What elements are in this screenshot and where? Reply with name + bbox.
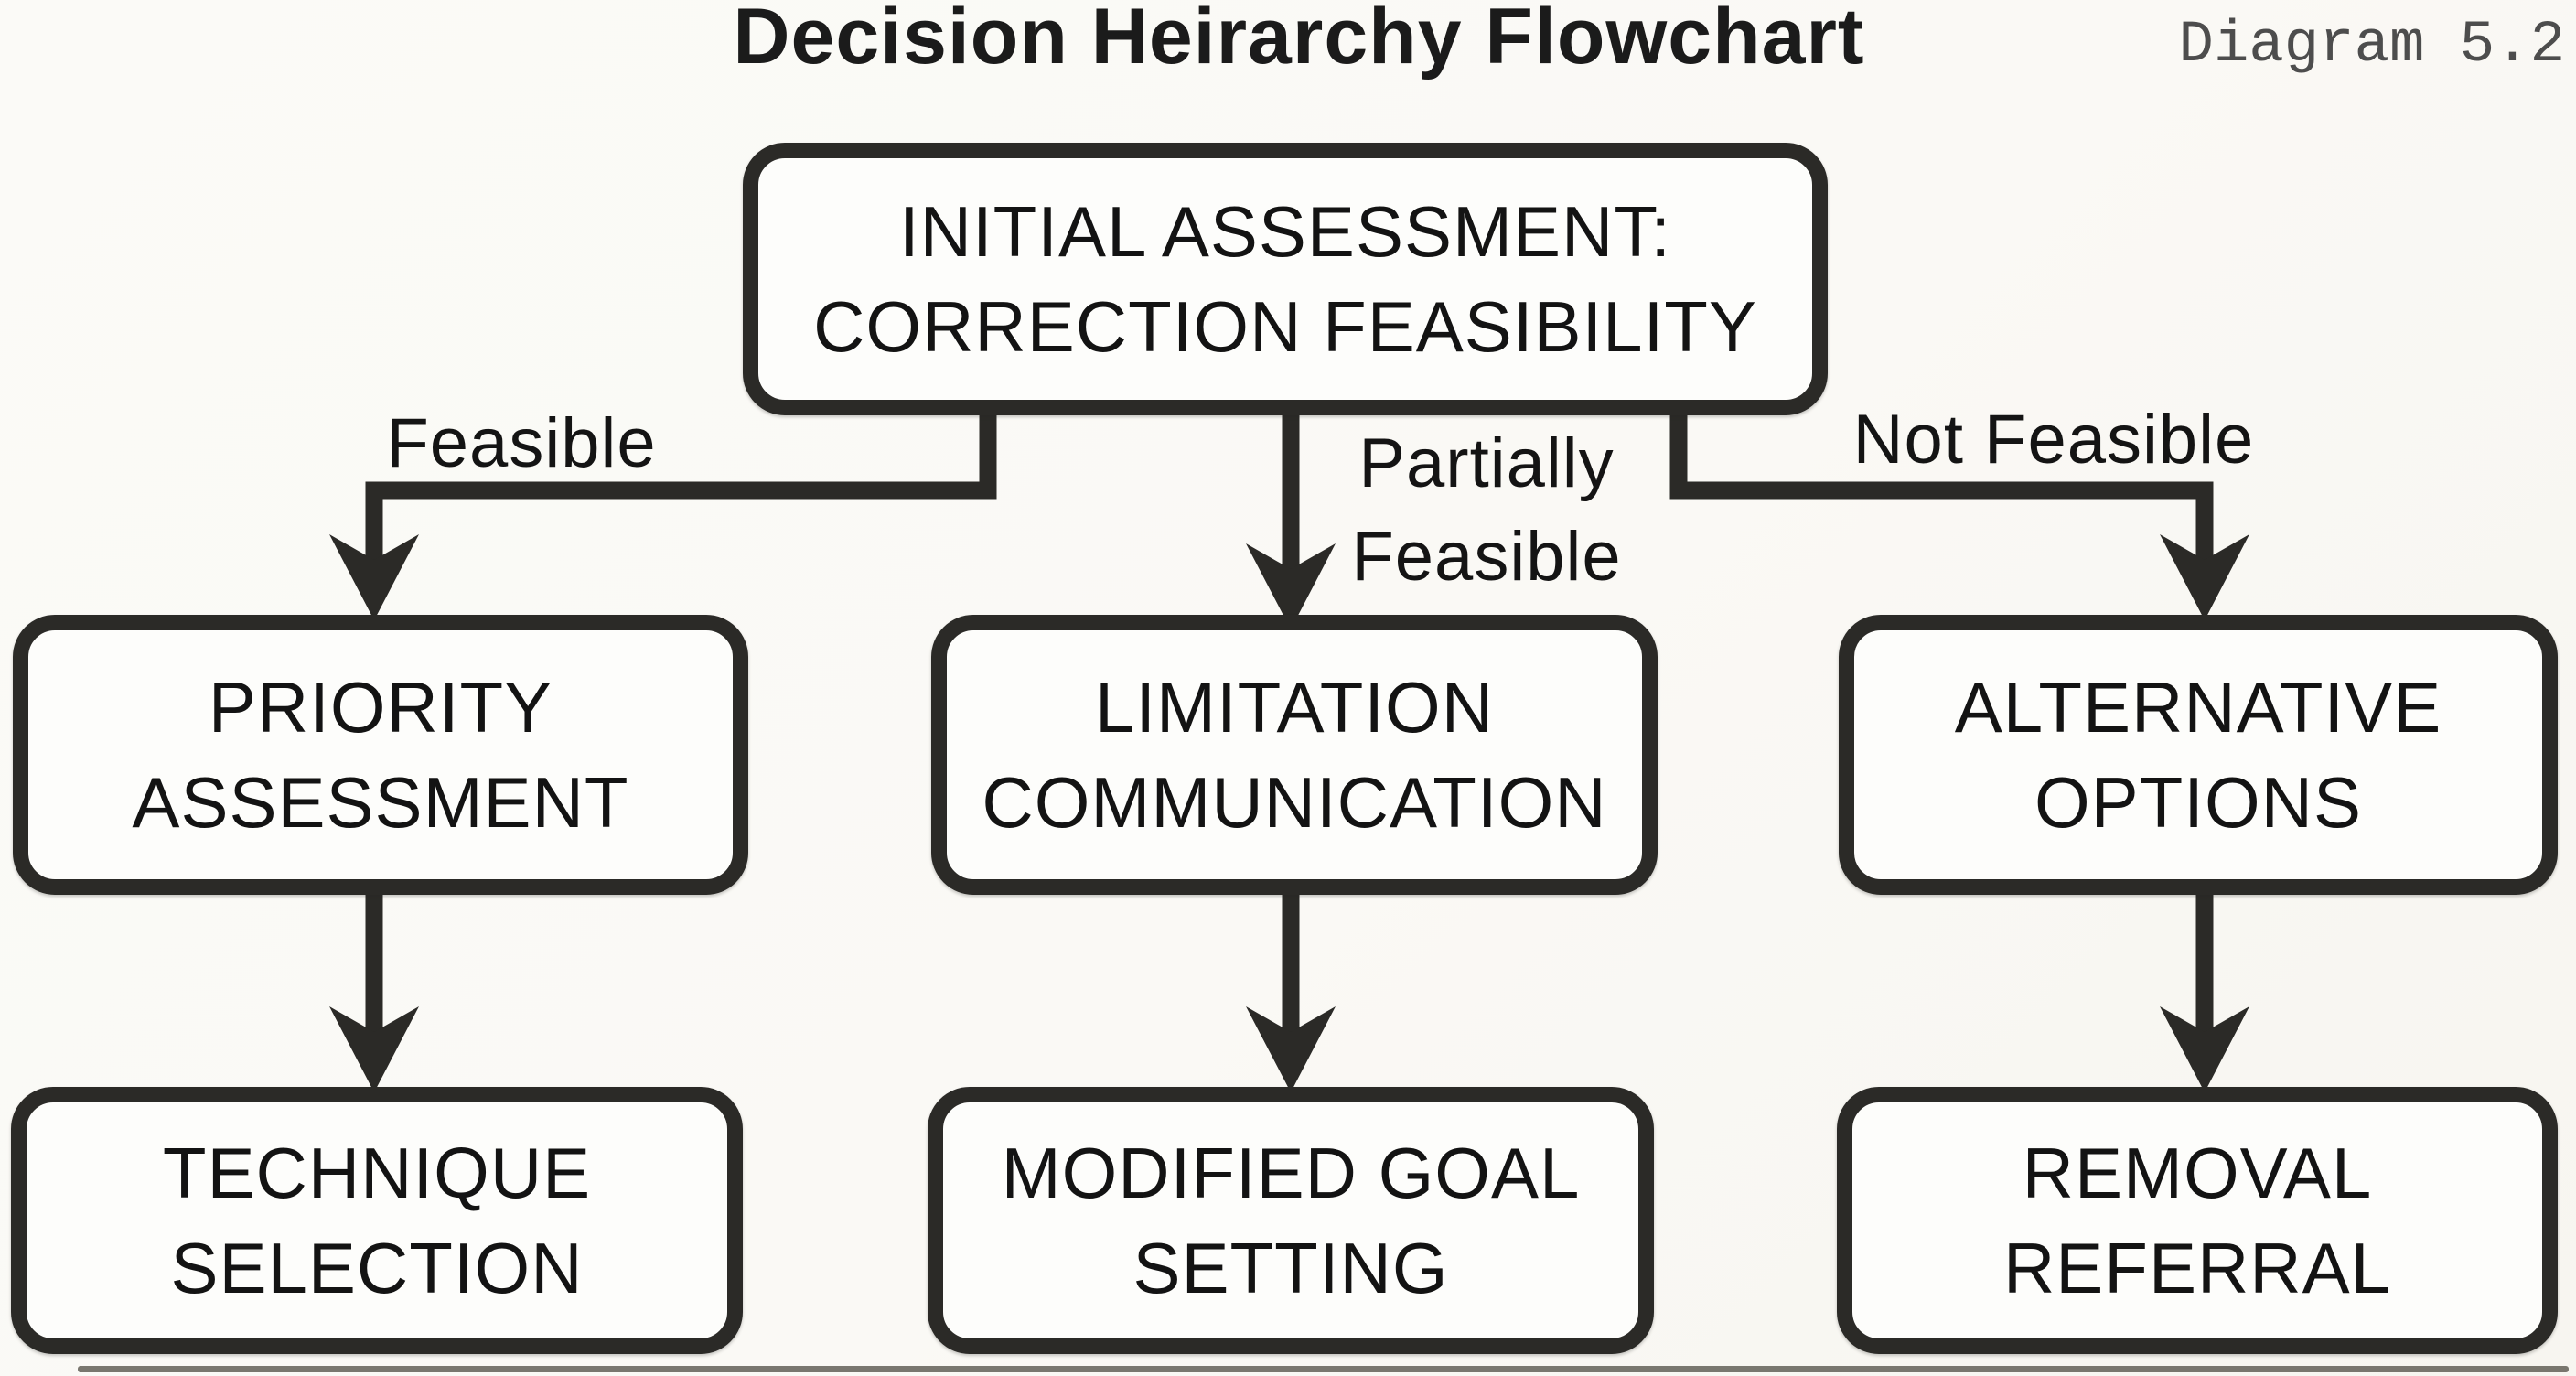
- node-text-line: OPTIONS: [2034, 762, 2363, 843]
- edge-feasible-line: [365, 415, 997, 562]
- edge-not-feasible-line: [1669, 415, 2214, 562]
- node-alternative-options: ALTERNATIVE OPTIONS: [1839, 615, 2558, 895]
- node-text-line: ALTERNATIVE: [1954, 667, 2442, 747]
- scan-edge-artifact: [78, 1366, 2569, 1372]
- node-text-line: LIMITATION: [1094, 667, 1495, 747]
- node-text-line: REMOVAL: [2022, 1133, 2373, 1213]
- edge-label-line: Feasible: [1351, 518, 1622, 596]
- edge-priority-to-technique-arrowhead-icon: [329, 1006, 419, 1092]
- edge-label-feasible: Feasible: [329, 397, 714, 490]
- node-text-line: MODIFIED GOAL: [1001, 1133, 1581, 1213]
- node-removal-referral: REMOVAL REFERRAL: [1837, 1087, 2558, 1354]
- node-text-line: ASSESSMENT: [132, 762, 629, 843]
- node-technique-selection: TECHNIQUE SELECTION: [11, 1087, 743, 1354]
- node-text-line: REFERRAL: [2002, 1228, 2392, 1308]
- node-limitation-communication: LIMITATION COMMUNICATION: [931, 615, 1658, 895]
- node-text-line: INITIAL ASSESSMENT:: [898, 191, 1672, 272]
- node-text-line: CORRECTION FEASIBILITY: [813, 286, 1757, 367]
- page-title: Decision Heirarchy Flowchart: [733, 0, 1865, 81]
- edge-label-line: Partially: [1358, 425, 1615, 502]
- edge-not-feasible-arrowhead-icon: [2160, 534, 2249, 620]
- node-text-line: SETTING: [1132, 1228, 1449, 1308]
- diagram-number-tag: Diagram 5.2: [2178, 13, 2565, 79]
- edge-label-line: Not Feasible: [1852, 401, 2255, 478]
- edge-label-line: Feasible: [386, 404, 657, 482]
- node-text-line: TECHNIQUE: [162, 1133, 592, 1213]
- node-text-line: PRIORITY: [208, 667, 553, 747]
- node-modified-goal-setting: MODIFIED GOAL SETTING: [928, 1087, 1654, 1354]
- edge-partially-feasible-arrowhead-icon: [1246, 543, 1336, 629]
- edge-alternative-to-removal-arrowhead-icon: [2160, 1006, 2249, 1092]
- node-priority-assessment: PRIORITY ASSESSMENT: [13, 615, 748, 895]
- edge-label-partially-feasible: Partially Feasible: [1317, 417, 1656, 604]
- edge-feasible-arrowhead-icon: [329, 534, 419, 620]
- node-text-line: COMMUNICATION: [982, 762, 1607, 843]
- edge-limitation-to-modified-arrowhead-icon: [1246, 1006, 1336, 1092]
- node-text-line: SELECTION: [170, 1228, 584, 1308]
- node-initial-assessment: INITIAL ASSESSMENT: CORRECTION FEASIBILI…: [743, 143, 1828, 415]
- edge-label-not-feasible: Not Feasible: [1839, 393, 2269, 487]
